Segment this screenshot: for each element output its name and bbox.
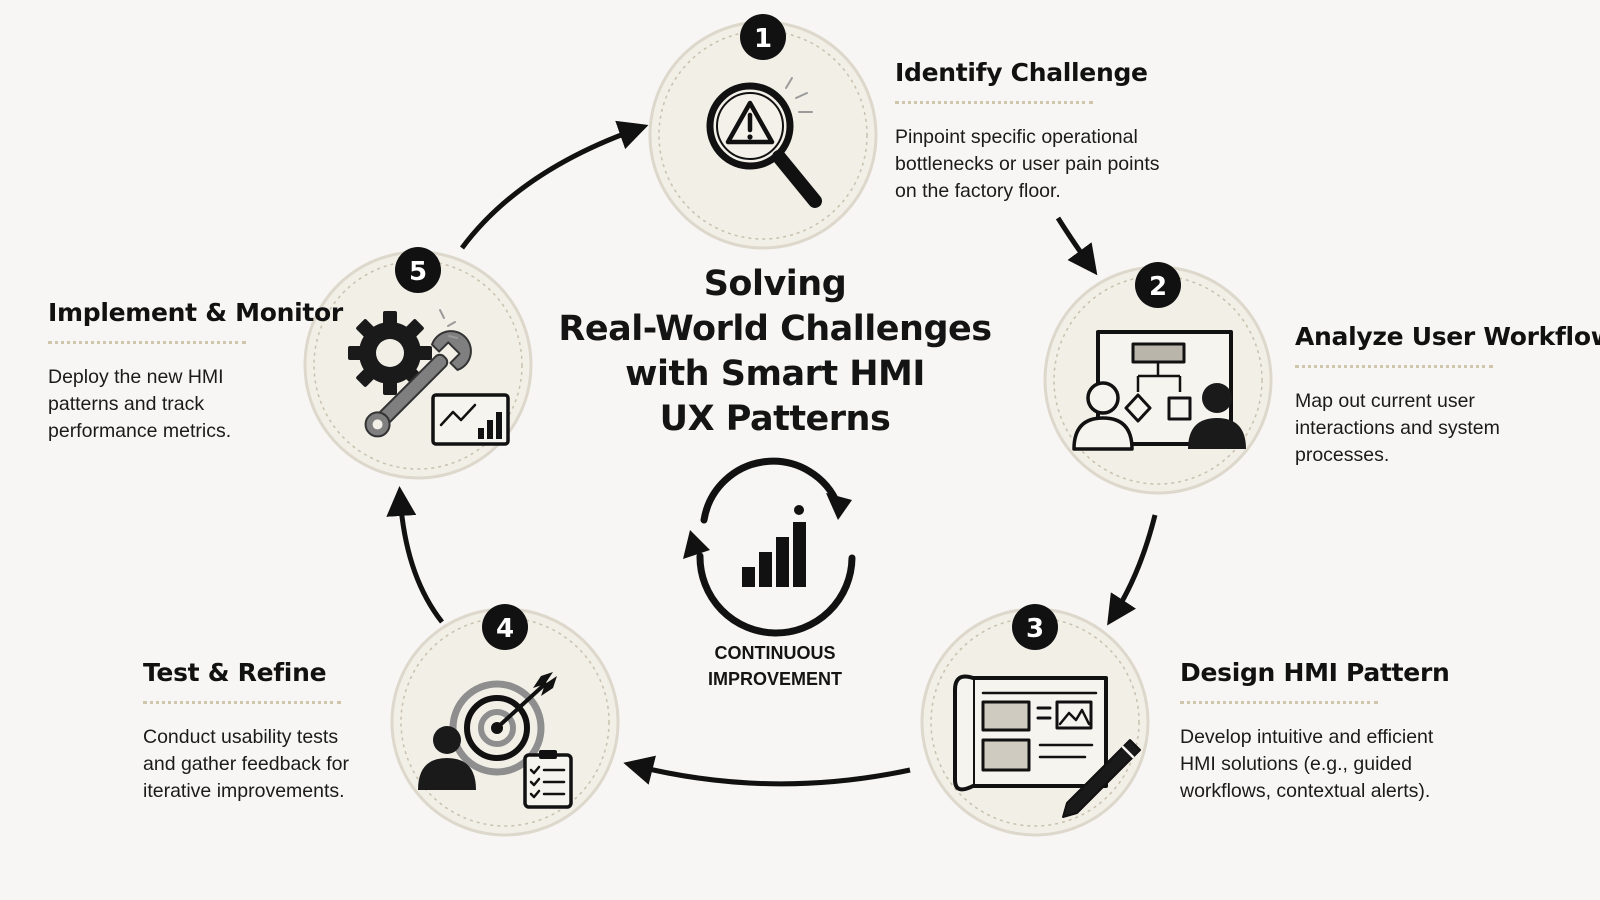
step-1-title: Identify Challenge bbox=[895, 58, 1148, 87]
description-line: and gather feedback for bbox=[143, 753, 349, 775]
cycle-arrow-4-to-5 bbox=[386, 486, 444, 624]
cycle-arrow-2-to-3 bbox=[1107, 514, 1158, 626]
step-3-node: 3 bbox=[920, 604, 1150, 837]
title-line: with Smart HMI bbox=[625, 354, 925, 394]
step-1-text: Identify Challenge Pinpoint specific ope… bbox=[895, 58, 1195, 205]
description-line: interactions and system bbox=[1295, 417, 1500, 439]
description-line: performance metrics. bbox=[48, 420, 232, 442]
step-2-badge: 2 bbox=[1135, 262, 1181, 308]
step-5-node: 5 bbox=[303, 247, 533, 480]
target-checklist-icon bbox=[418, 672, 573, 809]
center-label-line: CONTINUOUS bbox=[714, 643, 836, 663]
description-line: patterns and track bbox=[48, 393, 205, 415]
center-label-line: IMPROVEMENT bbox=[707, 669, 842, 689]
step-1-description: Pinpoint specific operational bottleneck… bbox=[895, 124, 1195, 205]
step-1-badge: 1 bbox=[740, 14, 786, 60]
step-1-divider bbox=[895, 101, 1093, 104]
step-4-badge: 4 bbox=[482, 604, 528, 650]
step-5-description: Deploy the new HMI patterns and track pe… bbox=[48, 364, 298, 445]
diagram-title: Solving Real-World Challenges with Smart… bbox=[530, 262, 1020, 442]
step-2-divider bbox=[1295, 365, 1493, 368]
bar-chart-icon bbox=[742, 505, 806, 587]
continuous-improvement-label: CONTINUOUS IMPROVEMENT bbox=[665, 640, 885, 692]
cycle-arrow-3-to-4 bbox=[623, 755, 911, 787]
step-2-text: Analyze User Workflow Map out current us… bbox=[1295, 322, 1600, 469]
step-5-text: Implement & Monitor Deploy the new HMI p… bbox=[48, 298, 343, 445]
step-3-divider bbox=[1180, 701, 1378, 704]
description-line: Map out current user bbox=[1295, 390, 1475, 412]
cycle-arrow-5-to-1 bbox=[459, 120, 649, 250]
step-5-badge: 5 bbox=[395, 247, 441, 293]
description-line: Deploy the new HMI bbox=[48, 366, 224, 388]
step-1-node: 1 bbox=[648, 14, 878, 250]
step-2-node: 2 bbox=[1043, 262, 1273, 495]
step-2-number: 2 bbox=[1149, 272, 1167, 302]
description-line: processes. bbox=[1295, 444, 1390, 466]
description-line: iterative improvements. bbox=[143, 780, 345, 802]
step-5-divider bbox=[48, 341, 246, 344]
gear-wrench-chart-icon bbox=[348, 309, 510, 446]
workflow-board-icon bbox=[1072, 330, 1246, 451]
step-2-description: Map out current user interactions and sy… bbox=[1295, 388, 1590, 469]
description-line: workflows, contextual alerts). bbox=[1180, 780, 1431, 802]
description-line: Develop intuitive and efficient bbox=[1180, 726, 1434, 748]
description-line: Conduct usability tests bbox=[143, 726, 339, 748]
title-line: Real-World Challenges bbox=[558, 309, 992, 349]
description-line: Pinpoint specific operational bbox=[895, 126, 1138, 148]
step-3-number: 3 bbox=[1026, 614, 1044, 644]
title-line: Solving bbox=[703, 264, 847, 304]
step-2-title: Analyze User Workflow bbox=[1295, 322, 1600, 351]
step-3-text: Design HMI Pattern Develop intuitive and… bbox=[1180, 658, 1480, 805]
step-4-number: 4 bbox=[496, 614, 514, 644]
step-4-divider bbox=[143, 701, 341, 704]
title-line: UX Patterns bbox=[659, 399, 891, 439]
step-4-title: Test & Refine bbox=[143, 658, 327, 687]
step-1-number: 1 bbox=[754, 24, 772, 54]
step-4-node: 4 bbox=[390, 604, 620, 837]
step-5-title: Implement & Monitor bbox=[48, 298, 343, 327]
cycle-arrow-1-to-2 bbox=[1055, 216, 1098, 276]
step-3-title: Design HMI Pattern bbox=[1180, 658, 1450, 687]
magnifier-warning-icon bbox=[706, 77, 822, 208]
blueprint-pencil-icon bbox=[953, 674, 1141, 818]
step-3-description: Develop intuitive and efficient HMI solu… bbox=[1180, 724, 1480, 805]
description-line: on the factory floor. bbox=[895, 180, 1061, 202]
description-line: bottlenecks or user pain points bbox=[895, 153, 1160, 175]
continuous-improvement-icon bbox=[683, 457, 856, 637]
step-3-badge: 3 bbox=[1012, 604, 1058, 650]
description-line: HMI solutions (e.g., guided bbox=[1180, 753, 1412, 775]
step-5-number: 5 bbox=[409, 257, 427, 287]
step-4-description: Conduct usability tests and gather feedb… bbox=[143, 724, 383, 805]
step-4-text: Test & Refine Conduct usability tests an… bbox=[143, 658, 383, 805]
